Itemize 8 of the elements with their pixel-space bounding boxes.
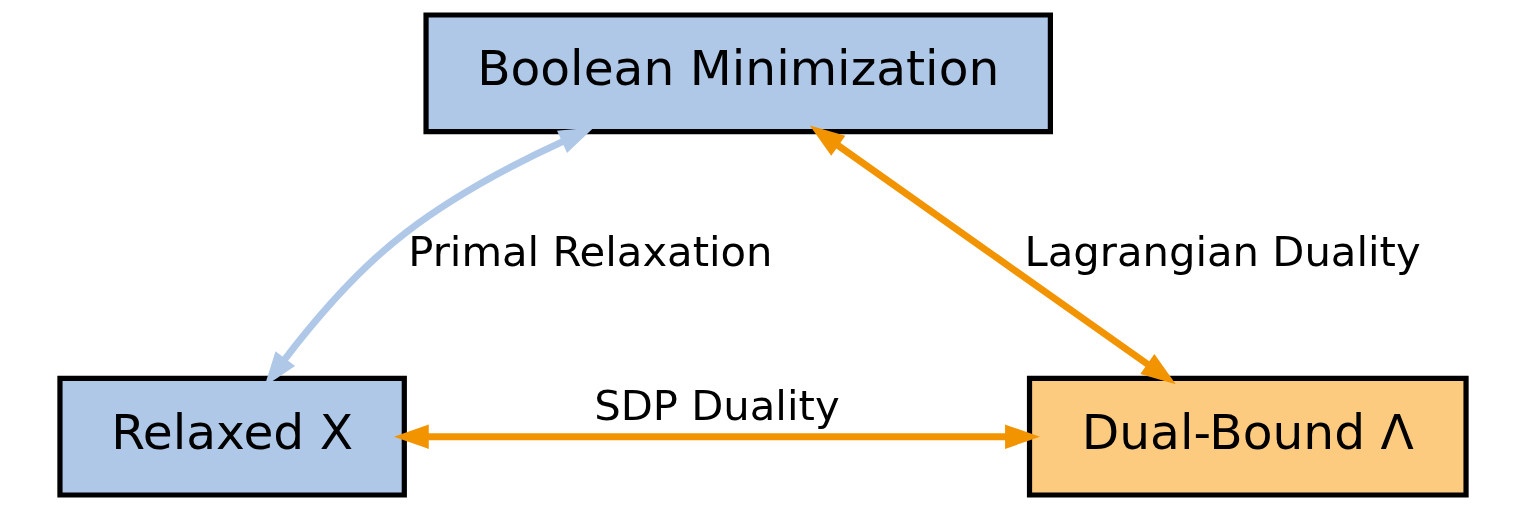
node-box: Dual-Bound Λ xyxy=(1026,375,1469,498)
edge-label: SDP Duality xyxy=(594,380,840,430)
arrow xyxy=(393,424,1040,449)
edge-label: Lagrangian Duality xyxy=(1024,226,1421,276)
node-box: Relaxed X xyxy=(57,375,407,498)
node-box: Boolean Minimization xyxy=(423,12,1053,135)
edge-label: Primal Relaxation xyxy=(408,226,773,276)
arrow xyxy=(809,125,1176,385)
